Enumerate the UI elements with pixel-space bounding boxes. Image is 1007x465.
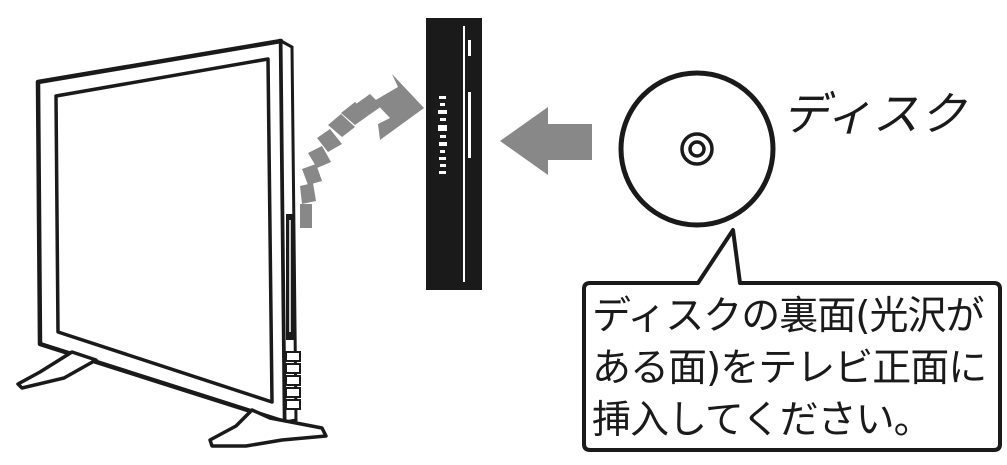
disc-center-hole [688, 140, 706, 158]
disc-label: ディスク [782, 87, 967, 141]
callout-balloon [582, 228, 1002, 452]
callout-line-2: ある面)をテレビ正面に [592, 346, 987, 391]
callout-line-1: ディスクの裏面(光沢が [592, 294, 985, 339]
curved-arrow [300, 74, 424, 228]
slot-opening-highlight [468, 92, 471, 158]
insert-arrow [500, 107, 592, 175]
tv-illustration [16, 38, 328, 448]
curved-arrow-head [374, 74, 424, 140]
callout-line-3: 挿入してください。 [592, 398, 933, 443]
tv-stand-left [16, 350, 98, 390]
tv-side-buttons [285, 351, 301, 410]
slot-closeup-panel [426, 18, 482, 290]
tv-screen [54, 57, 274, 404]
slot-mark-top [468, 40, 471, 56]
callout-text: ディスクの裏面(光沢が ある面)をテレビ正面に 挿入してください。 [592, 291, 992, 447]
disc-illustration [618, 70, 776, 228]
slot-panel-markings [438, 96, 447, 174]
tv-stand-right [208, 408, 328, 448]
